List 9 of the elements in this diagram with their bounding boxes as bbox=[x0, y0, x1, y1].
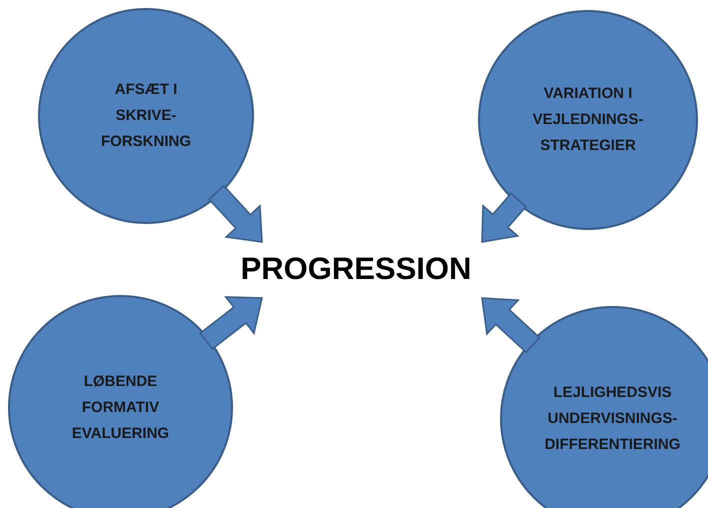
node-label: LØBENDE FORMATIV EVALUERING bbox=[70, 372, 170, 444]
block-arrow bbox=[208, 184, 263, 243]
node-label: LEJLIGHEDSVIS UNDERVISNINGS- DIFFERENTIERING bbox=[544, 382, 682, 454]
block-arrow bbox=[481, 192, 528, 243]
center-title: PROGRESSION bbox=[230, 246, 482, 292]
node-label: VARIATION I VEJLEDNINGS- STRATEGIER bbox=[532, 84, 644, 156]
block-arrow bbox=[199, 296, 263, 350]
block-arrow bbox=[481, 297, 541, 354]
node-label: AFSÆT I SKRIVE- FORSKNING bbox=[100, 80, 192, 152]
